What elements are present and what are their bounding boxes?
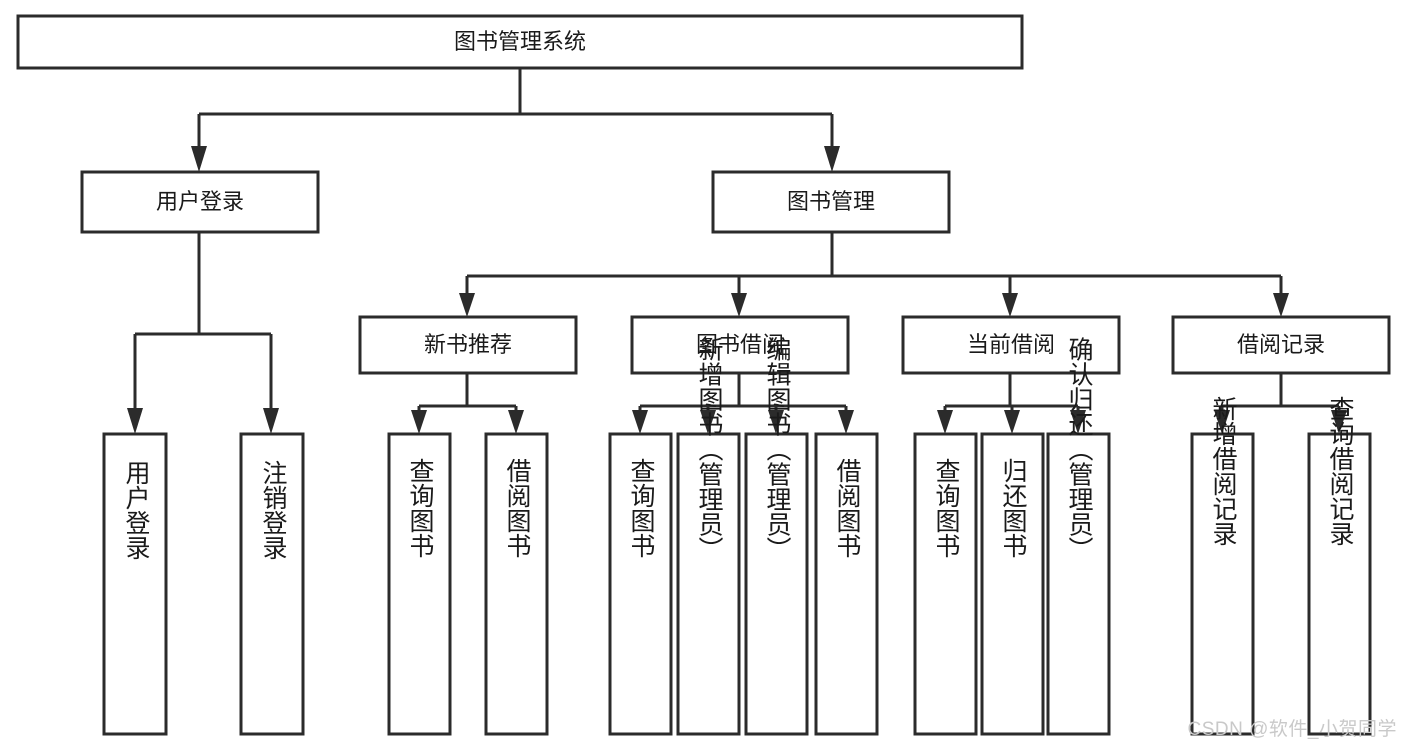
node-leaf-query-book-3[interactable]: 查询图书 xyxy=(913,432,978,736)
leaf-logout-label: 注销登录 xyxy=(259,460,288,560)
leaf-borrow-book-2-label: 借阅图书 xyxy=(833,458,862,558)
borrow-record-label: 借阅记录 xyxy=(1237,332,1325,357)
node-leaf-borrow-book-2[interactable]: 借阅图书 xyxy=(814,432,879,736)
leaf-query-borrow-record-label: 查询借阅记录 xyxy=(1326,396,1355,546)
node-current-borrow[interactable]: 当前借阅 xyxy=(901,315,1121,375)
node-leaf-query-book-1[interactable]: 查询图书 xyxy=(387,432,452,736)
leaf-confirm-return-box[interactable] xyxy=(1046,432,1111,736)
node-leaf-query-borrow-record[interactable]: 查询借阅记录 xyxy=(1307,396,1372,736)
leaf-query-book-3-label: 查询图书 xyxy=(932,458,961,558)
new-book-recommend-box[interactable] xyxy=(358,315,578,375)
leaf-add-book-label: 新增图书（管理员） xyxy=(695,337,724,562)
node-leaf-user-login[interactable]: 用户登录 xyxy=(102,432,168,736)
arrow-to-current-borrow xyxy=(1002,293,1018,317)
user-login-box[interactable] xyxy=(80,170,320,234)
new-book-recommend-label: 新书推荐 xyxy=(424,332,512,357)
node-borrow-record[interactable]: 借阅记录 xyxy=(1171,315,1391,375)
leaf-borrow-book-2-box[interactable] xyxy=(814,432,879,736)
arrow-currentborrow-leaf-2 xyxy=(1004,410,1020,434)
node-leaf-borrow-book-1[interactable]: 借阅图书 xyxy=(484,432,549,736)
leaf-edit-book-label: 编辑图书（管理员） xyxy=(763,337,792,562)
connectors xyxy=(127,68,1347,434)
leaf-confirm-return-label: 确认归还（管理员） xyxy=(1065,337,1094,562)
leaf-query-book-3-box[interactable] xyxy=(913,432,978,736)
arrow-currentborrow-leaf-3 xyxy=(1070,410,1086,434)
current-borrow-label: 当前借阅 xyxy=(967,332,1055,357)
arrow-borrowrecord-leaf-2 xyxy=(1331,410,1347,434)
node-leaf-return-book[interactable]: 归还图书 xyxy=(980,432,1045,736)
leaf-add-borrow-record-label: 新增借阅记录 xyxy=(1209,396,1238,546)
leaf-borrow-book-1-box[interactable] xyxy=(484,432,549,736)
node-leaf-logout[interactable]: 注销登录 xyxy=(239,432,305,736)
arrow-to-leaf-logout xyxy=(263,408,279,434)
root-label: 图书管理系统 xyxy=(454,29,586,54)
node-root[interactable]: 图书管理系统 xyxy=(16,14,1024,70)
node-leaf-edit-book[interactable]: 编辑图书（管理员） xyxy=(744,337,809,736)
arrow-bookborrow-leaf-1 xyxy=(632,410,648,434)
leaf-query-book-2-box[interactable] xyxy=(608,432,673,736)
arrow-to-borrow-record xyxy=(1273,293,1289,317)
arrow-to-book-borrow xyxy=(731,293,747,317)
leaf-add-book-box[interactable] xyxy=(676,432,741,736)
leaf-query-book-1-label: 查询图书 xyxy=(406,458,435,558)
arrow-newbook-leaf-2 xyxy=(508,410,524,434)
book-borrow-label: 图书借阅 xyxy=(696,332,784,357)
user-login-label: 用户登录 xyxy=(156,189,244,214)
arrow-currentborrow-leaf-1 xyxy=(937,410,953,434)
leaf-return-book-box[interactable] xyxy=(980,432,1045,736)
csdn-watermark: CSDN @软件_小贺同学 xyxy=(1187,719,1397,740)
book-manage-label: 图书管理 xyxy=(787,189,875,214)
root-box[interactable] xyxy=(16,14,1024,70)
leaf-query-borrow-record-box[interactable] xyxy=(1307,432,1372,736)
arrow-bookborrow-leaf-2 xyxy=(700,410,716,434)
arrow-newbook-leaf-1 xyxy=(411,410,427,434)
node-book-manage[interactable]: 图书管理 xyxy=(711,170,951,234)
borrow-record-box[interactable] xyxy=(1171,315,1391,375)
leaf-query-book-1-box[interactable] xyxy=(387,432,452,736)
leaf-user-login-label: 用户登录 xyxy=(122,460,151,560)
node-new-book-recommend[interactable]: 新书推荐 xyxy=(358,315,578,375)
leaf-add-borrow-record-box[interactable] xyxy=(1190,432,1255,736)
leaf-borrow-book-1-label: 借阅图书 xyxy=(503,458,532,558)
leaf-edit-book-box[interactable] xyxy=(744,432,809,736)
arrow-bookborrow-leaf-4 xyxy=(838,410,854,434)
arrow-to-book-manage xyxy=(824,146,840,172)
node-book-borrow[interactable]: 图书借阅 xyxy=(630,315,850,375)
current-borrow-box[interactable] xyxy=(901,315,1121,375)
arrow-bookborrow-leaf-3 xyxy=(768,410,784,434)
node-leaf-add-book[interactable]: 新增图书（管理员） xyxy=(676,337,741,736)
leaf-query-book-2-label: 查询图书 xyxy=(627,458,656,558)
leaf-user-login-box[interactable] xyxy=(102,432,168,736)
leaf-logout-box[interactable] xyxy=(239,432,305,736)
node-leaf-add-borrow-record[interactable]: 新增借阅记录 xyxy=(1190,396,1255,736)
book-manage-box[interactable] xyxy=(711,170,951,234)
node-leaf-confirm-return[interactable]: 确认归还（管理员） xyxy=(1046,337,1111,736)
arrow-borrowrecord-leaf-1 xyxy=(1214,410,1230,434)
node-user-login[interactable]: 用户登录 xyxy=(80,170,320,234)
arrow-to-leaf-user-login xyxy=(127,408,143,434)
arrow-to-user-login xyxy=(191,146,207,172)
node-leaf-query-book-2[interactable]: 查询图书 xyxy=(608,432,673,736)
book-borrow-box[interactable] xyxy=(630,315,850,375)
leaf-return-book-label: 归还图书 xyxy=(999,458,1028,558)
arrow-to-new-book xyxy=(459,293,475,317)
